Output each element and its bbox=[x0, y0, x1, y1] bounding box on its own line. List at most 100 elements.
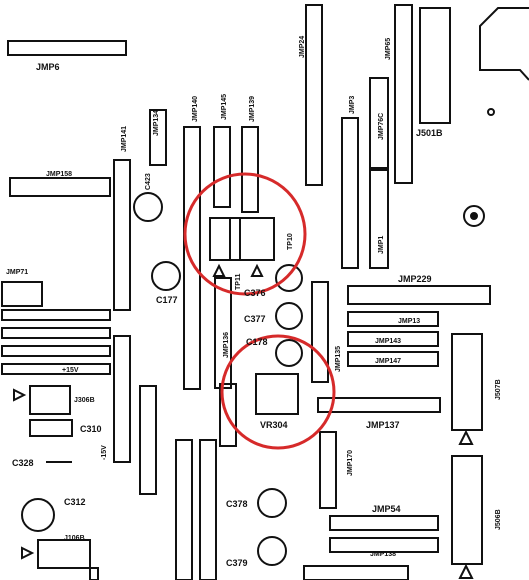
jmp-bottom-vertical-1 bbox=[175, 439, 193, 580]
j106b-connector bbox=[37, 539, 91, 569]
jmp76c-header bbox=[369, 77, 389, 169]
mounting-hole-small bbox=[487, 108, 495, 116]
j306b-connector bbox=[29, 385, 71, 415]
j507b-connector bbox=[451, 333, 483, 431]
jmp143-label: JMP143 bbox=[375, 338, 401, 345]
plus15v-label: +15V bbox=[62, 367, 79, 374]
highlight-circle-vr304 bbox=[220, 334, 336, 450]
tp11-label: TP11 bbox=[235, 274, 242, 290]
jmp137-label: JMP137 bbox=[366, 420, 400, 430]
c377-capacitor bbox=[275, 302, 303, 330]
pin1-marker bbox=[13, 388, 27, 402]
jmp13-label: JMP13 bbox=[398, 318, 420, 325]
jmp1-label: JMP1 bbox=[378, 236, 385, 254]
left-header-4 bbox=[1, 363, 111, 375]
jmp145-label: JMP145 bbox=[221, 94, 228, 120]
jmp54-label: JMP54 bbox=[372, 504, 401, 514]
c376-capacitor bbox=[275, 264, 303, 292]
c310-label: C310 bbox=[80, 424, 102, 434]
j306b-label: J306B bbox=[74, 397, 95, 404]
jmp65-header bbox=[394, 4, 413, 184]
c312-capacitor bbox=[21, 498, 55, 532]
mounting-hole bbox=[463, 205, 485, 227]
jmp76c-label: JMP76C bbox=[378, 113, 385, 140]
j106b-label: J106B bbox=[64, 535, 85, 542]
jmp134-header bbox=[149, 109, 167, 166]
vr304-label: VR304 bbox=[260, 420, 288, 430]
c423-capacitor bbox=[133, 192, 163, 222]
c177-label: C177 bbox=[156, 295, 178, 305]
j507b-marker bbox=[458, 429, 474, 445]
c378-capacitor bbox=[257, 488, 287, 518]
c376-label: C376 bbox=[244, 288, 266, 298]
c377-label: C377 bbox=[244, 314, 266, 324]
j106b-marker bbox=[21, 546, 35, 560]
jmp147-label: JMP147 bbox=[375, 358, 401, 365]
c378-label: C378 bbox=[226, 499, 248, 509]
jmp6-header bbox=[7, 40, 127, 56]
jmp140-label: JMP140 bbox=[192, 96, 199, 122]
jmp134-label: JMP134 bbox=[153, 110, 160, 136]
c310-capacitor bbox=[29, 419, 73, 437]
j506b-marker bbox=[458, 563, 474, 579]
c178-label: C178 bbox=[246, 337, 268, 347]
jmp147-header bbox=[347, 351, 439, 367]
c328-label: C328 bbox=[12, 458, 34, 468]
jmp143-header bbox=[347, 331, 439, 347]
j501b-label: J501B bbox=[416, 128, 443, 138]
jmp229-header bbox=[347, 285, 491, 305]
jmp6-label: JMP6 bbox=[36, 62, 60, 72]
c177-capacitor bbox=[151, 261, 181, 291]
jmp135-label: JMP135 bbox=[335, 346, 342, 372]
highlight-circle-tp10 bbox=[183, 172, 307, 296]
jmp141-label: JMP141 bbox=[121, 126, 128, 152]
jmp139-label: JMP139 bbox=[249, 96, 256, 122]
jmp136-label: JMP136 bbox=[223, 332, 230, 358]
jmp-vertical-left-2 bbox=[139, 385, 157, 495]
c379-capacitor bbox=[257, 536, 287, 566]
mounting-hole-center bbox=[470, 212, 478, 220]
left-header-1 bbox=[1, 309, 111, 321]
c423-label: C423 bbox=[145, 173, 152, 190]
minus15v-label: -15V bbox=[101, 445, 108, 460]
jmp-vertical-mid bbox=[219, 383, 237, 447]
jmp24-label: JMP24 bbox=[299, 36, 306, 58]
jmp229-label: JMP229 bbox=[398, 274, 432, 284]
board-outline bbox=[479, 7, 529, 81]
bottom-left-pin bbox=[89, 567, 99, 580]
jmp139-header bbox=[241, 126, 259, 213]
jmp170-label: JMP170 bbox=[347, 450, 354, 476]
j506b-connector bbox=[451, 455, 483, 565]
jmp71-label: JMP71 bbox=[6, 269, 28, 276]
left-header-2 bbox=[1, 327, 111, 339]
vr304-potentiometer bbox=[255, 373, 299, 415]
jmp141-header bbox=[113, 159, 131, 311]
j506b-label: J506B bbox=[495, 509, 502, 530]
jmp145-header bbox=[213, 126, 231, 208]
jmp3-label: JMP3 bbox=[349, 96, 356, 114]
tp-marker bbox=[250, 263, 264, 277]
jmp-bottom-vertical-2 bbox=[199, 439, 217, 580]
jmp54-header bbox=[329, 515, 439, 531]
c312-label: C312 bbox=[64, 497, 86, 507]
c379-label: C379 bbox=[226, 558, 248, 568]
left-header-3 bbox=[1, 345, 111, 357]
jmp170-header bbox=[319, 431, 337, 509]
jmp137-header bbox=[317, 397, 441, 413]
jmp-bottom-header bbox=[303, 565, 409, 580]
tp11-marker bbox=[212, 263, 226, 277]
jmp3-header bbox=[341, 117, 359, 269]
jmp-vertical-left bbox=[113, 335, 131, 463]
jmp24-header bbox=[305, 4, 323, 186]
jmp13-header bbox=[347, 311, 439, 327]
j501b-connector bbox=[419, 7, 451, 124]
c178-capacitor bbox=[275, 339, 303, 367]
jmp140-header bbox=[183, 126, 201, 390]
jmp158-header bbox=[9, 177, 111, 197]
jmp135-header bbox=[311, 281, 329, 383]
jmp71-header bbox=[1, 281, 43, 307]
jmp65-label: JMP65 bbox=[385, 38, 392, 60]
jmp138-label: JMP138 bbox=[370, 551, 396, 558]
jmp138-header bbox=[329, 537, 439, 553]
